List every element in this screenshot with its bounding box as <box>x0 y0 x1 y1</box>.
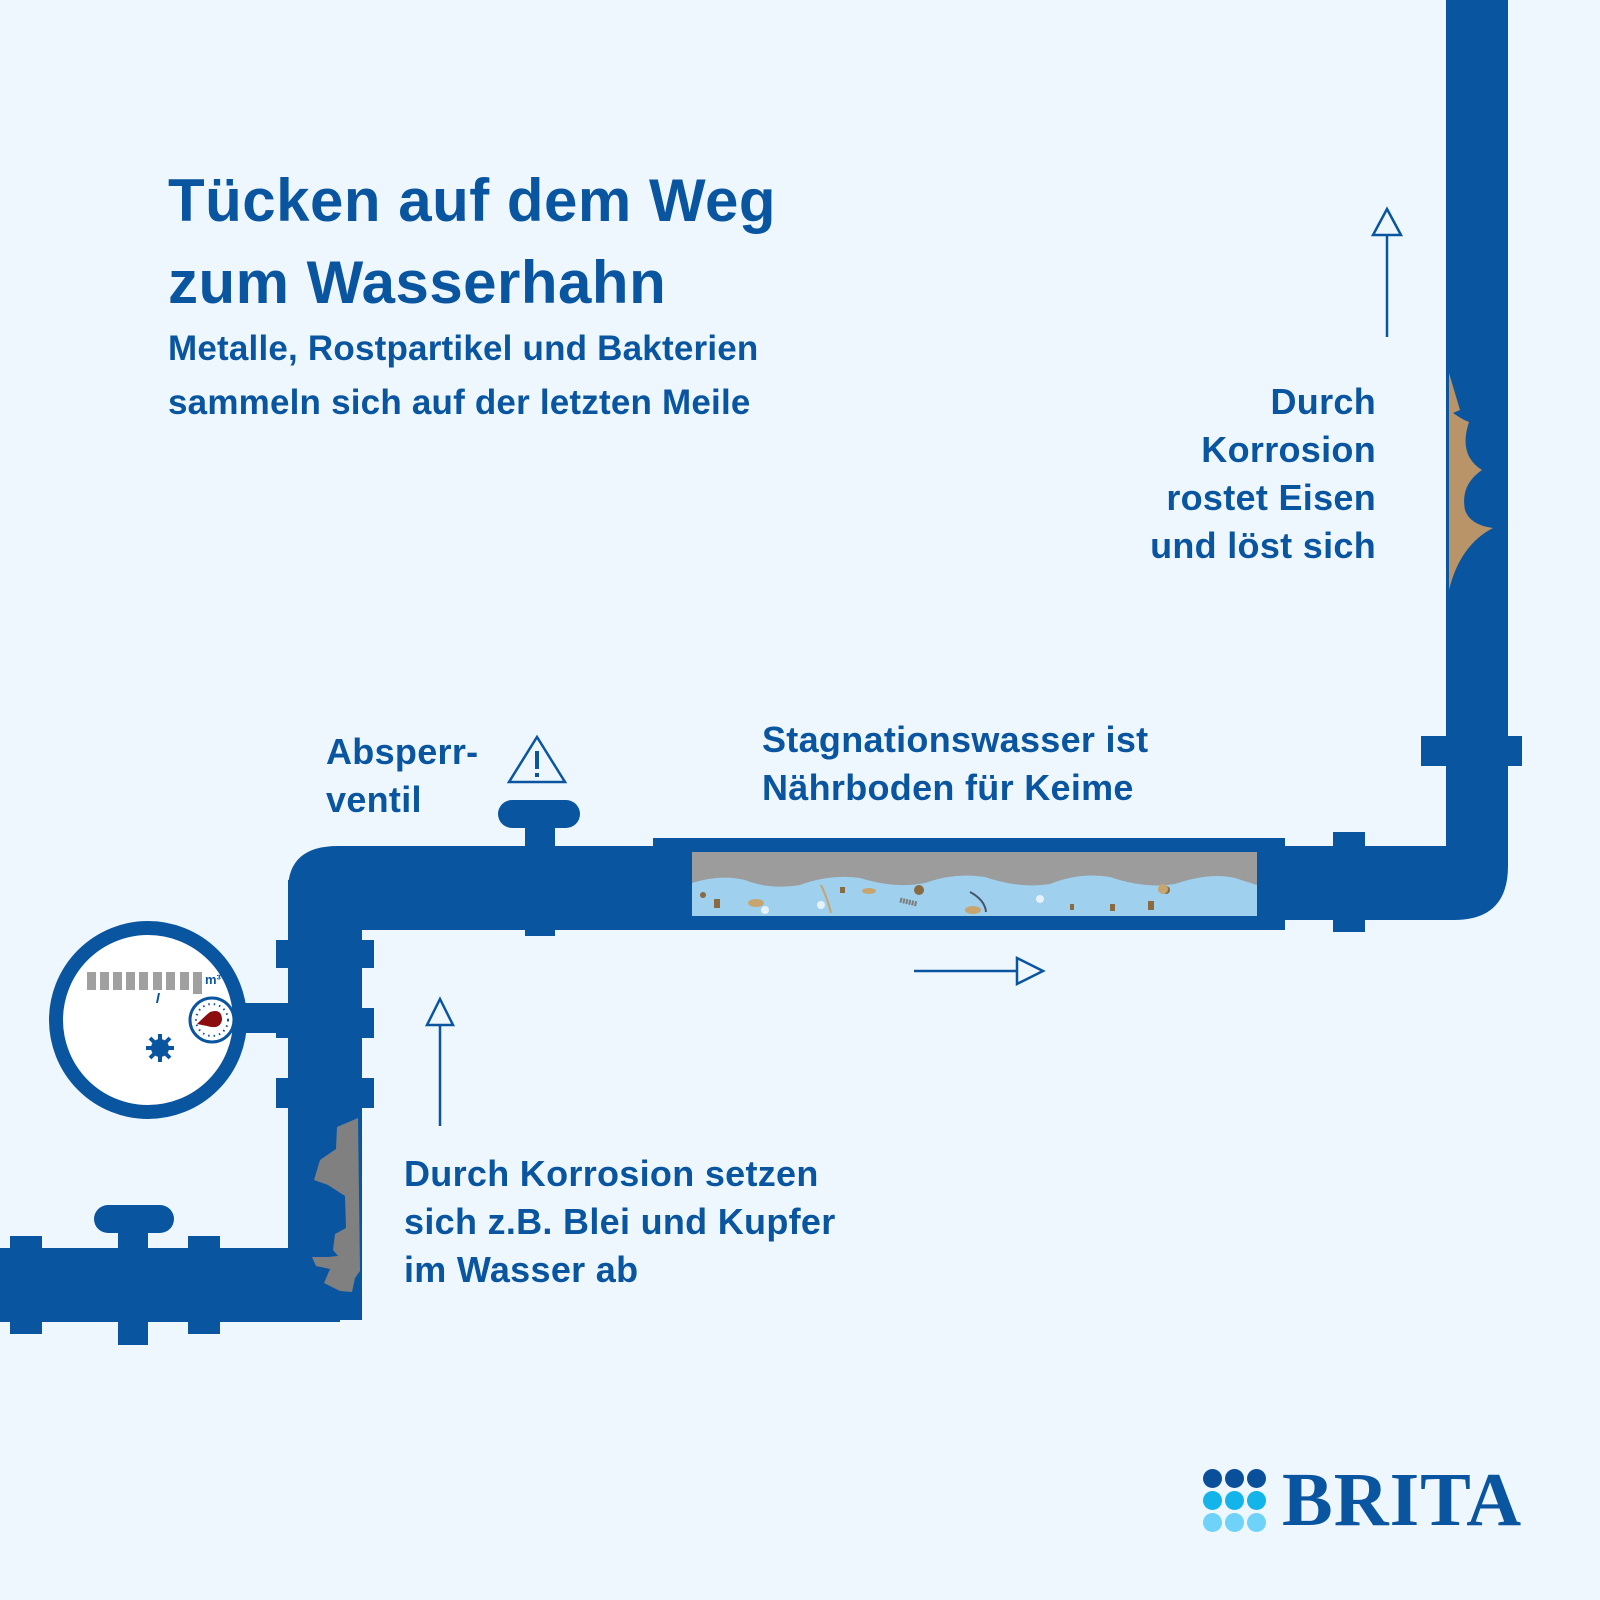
callout-valve-line-2: ventil <box>326 779 422 820</box>
callout-valve-line-1: Absperr- <box>326 731 479 772</box>
callout-stagnation-line-2: Nährboden für Keime <box>762 767 1134 808</box>
page-title: Tücken auf dem Weg zum Wasserhahn <box>168 160 776 324</box>
arrow-up-icon <box>424 996 456 1126</box>
page-subtitle: Metalle, Rostpartikel und Bakterien samm… <box>168 322 758 430</box>
callout-stagnation: Stagnationswasser ist Nährboden für Keim… <box>762 716 1148 812</box>
callout-lead-line-3: im Wasser ab <box>404 1249 639 1290</box>
logo-dot <box>1203 1468 1222 1488</box>
logo-wordmark: BRITA <box>1282 1458 1523 1542</box>
lead-deposit <box>312 1118 360 1292</box>
rust-deposit <box>1449 373 1493 590</box>
arrow-up-icon <box>1370 206 1404 337</box>
callout-rust-line-2: Korrosion <box>1201 429 1376 470</box>
meter-unit: m³ <box>205 972 221 987</box>
water-meter <box>49 921 295 1119</box>
logo-dot <box>1225 1490 1244 1510</box>
callout-lead-copper: Durch Korrosion setzen sich z.B. Blei un… <box>404 1150 836 1294</box>
logo-dot <box>1203 1512 1222 1532</box>
title-line-1: Tücken auf dem Weg <box>168 167 777 234</box>
callout-stagnation-line-1: Stagnationswasser ist <box>762 719 1149 760</box>
callout-lead-line-2: sich z.B. Blei und Kupfer <box>404 1201 836 1242</box>
warning-triangle-icon <box>506 734 568 784</box>
logo-dot <box>1247 1468 1266 1488</box>
dial-gauge-icon <box>188 996 236 1044</box>
logo-dot <box>1247 1512 1266 1532</box>
logo-dot <box>1225 1512 1244 1532</box>
subtitle-line-2: sammeln sich auf der letzten Meile <box>168 383 751 422</box>
subtitle-line-1: Metalle, Rostpartikel und Bakterien <box>168 329 759 368</box>
stagnant-water-window <box>692 852 1257 916</box>
meter-digits <box>87 972 202 994</box>
star-wheel-icon <box>146 1034 174 1062</box>
flow-arrows <box>424 206 1404 1126</box>
callout-rust-line-4: und löst sich <box>1150 525 1376 566</box>
callout-rust: Durch Korrosion rostet Eisen und löst si… <box>1076 378 1376 570</box>
title-line-2: zum Wasserhahn <box>168 249 667 316</box>
callout-rust-line-1: Durch <box>1270 381 1376 422</box>
logo-dot <box>1225 1468 1244 1488</box>
brita-logo: BRITA <box>1203 1462 1522 1538</box>
arrow-right-icon <box>914 955 1046 987</box>
logo-dot <box>1203 1490 1222 1510</box>
callout-lead-line-1: Durch Korrosion setzen <box>404 1153 819 1194</box>
callout-valve: Absperr- ventil <box>326 728 478 824</box>
logo-dot <box>1247 1490 1266 1510</box>
logo-dots-icon <box>1203 1468 1266 1532</box>
callout-rust-line-3: rostet Eisen <box>1166 477 1376 518</box>
